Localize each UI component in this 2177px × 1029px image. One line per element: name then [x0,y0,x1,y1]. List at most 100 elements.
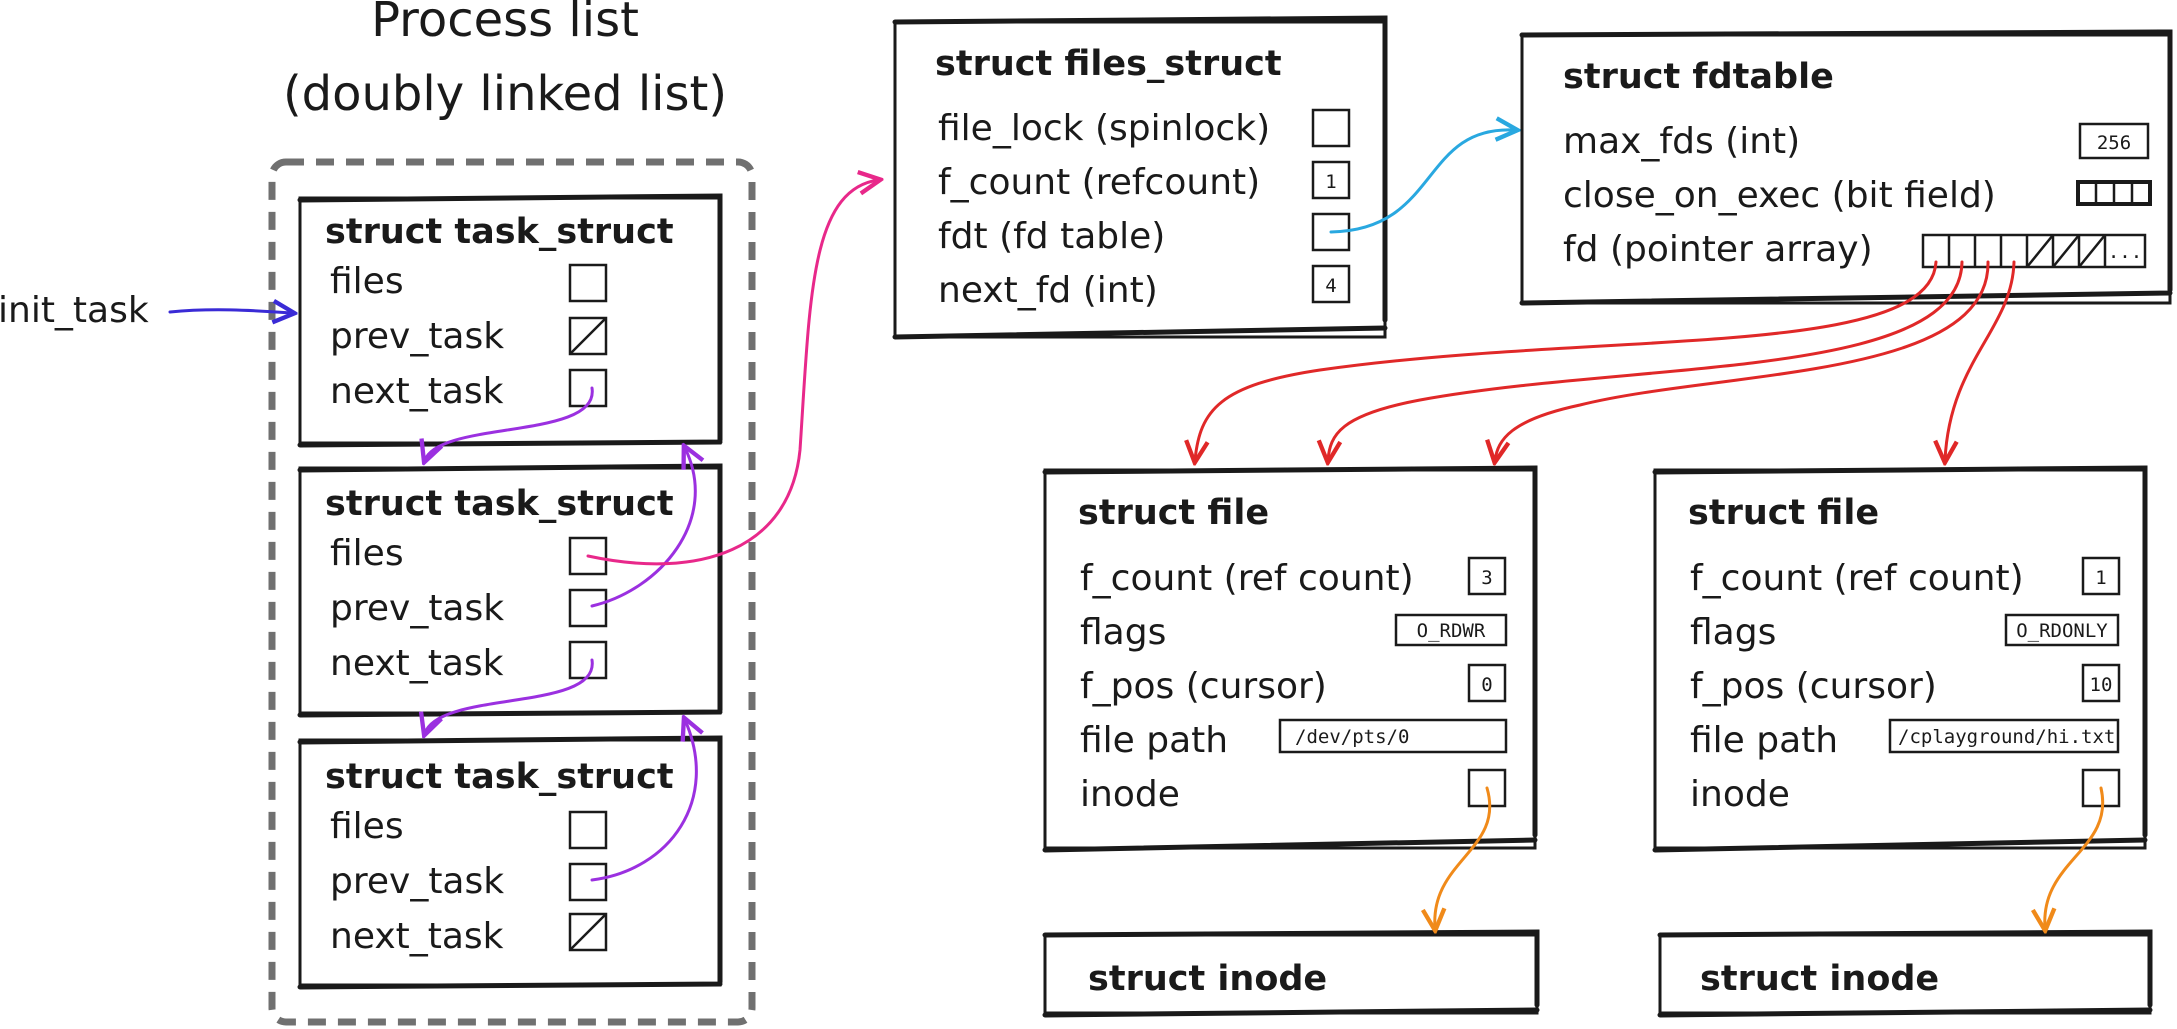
field-label: inode [1690,774,1790,815]
field-label: inode [1080,774,1180,815]
fd-pointer-arrow [1328,260,1964,460]
field-label: files [330,533,404,574]
files-struct: struct files_struct file_lock (spinlock)… [892,15,1388,340]
field-label: next_task [330,371,504,412]
fd-array-ellipsis: ... [2108,241,2142,263]
init-task-arrow [168,310,292,313]
fdtable-shadow [1519,29,2173,306]
struct-inode-1: struct inode [1042,929,1540,1018]
struct-inode-shadow [1657,929,2153,1018]
task-struct-1: struct task_struct files prev_task next_… [297,193,723,448]
field-label: fd (pointer array) [1563,229,1873,270]
next-task-pointer-slot [568,368,608,408]
file-path-value: /cplayground/hi.txt [1898,726,2115,748]
struct-file-title: struct file [1688,493,1879,533]
fd-pointer-arrow [1495,260,1990,460]
flags-slot [1394,613,1508,647]
struct-file-title: struct file [1078,493,1269,533]
field-label: f_count (ref count) [1690,558,2024,599]
null-slash-icon [2078,234,2106,268]
files-pointer-arrow [586,180,878,566]
struct-inode-box [1658,933,2152,1015]
field-label: f_count (refcount) [938,162,1260,203]
prev-task-arrow [590,720,696,882]
field-label: next_task [330,643,504,684]
file-path-slot [1278,718,1508,754]
struct-file-1: struct file f_count (ref count) flags f_… [1042,465,1538,853]
task-struct-shadow [297,193,723,448]
task-struct-shadow [297,735,723,990]
task-struct-title: struct task_struct [325,757,674,797]
fdtable-title: struct fdtable [1563,57,1834,97]
flags-slot [2004,613,2120,647]
field-label: files [330,806,404,847]
pointer-arrows [168,130,2105,928]
f-count-slot [1311,160,1351,200]
null-slash-icon [569,913,607,951]
f-pos-slot [1467,663,1507,703]
struct-inode-2: struct inode [1657,929,2153,1018]
next-task-arrow [425,386,594,460]
max-fds-slot [2078,122,2150,160]
f-pos-slot [2081,663,2121,703]
task-struct-title: struct task_struct [325,212,674,252]
field-label: prev_task [330,588,504,629]
process-list-heading: Process list [371,0,639,48]
f-count-value: 1 [1325,171,1336,193]
field-label: file path [1690,720,1838,761]
inode-pointer-arrow [1435,786,1492,928]
field-label: close_on_exec (bit field) [1563,175,1996,216]
fd-pointer-array: ... [1921,233,2147,269]
field-label: fdt (fd table) [938,216,1165,257]
field-label: file path [1080,720,1228,761]
field-label: next_fd (int) [938,270,1158,311]
field-label: max_fds (int) [1563,121,1800,162]
next-task-pointer-slot [568,640,608,680]
flags-value: O_RDWR [1417,620,1486,642]
flags-value: O_RDONLY [2016,620,2108,642]
null-slash-icon [569,317,607,355]
file-path-slot [1888,718,2120,754]
field-label: prev_task [330,861,504,902]
next-fd-slot [1311,264,1351,304]
struct-file-shadow [1042,465,1538,853]
field-label: flags [1080,612,1166,653]
struct-file-box [1043,468,1537,850]
struct-inode-title: struct inode [1700,959,1939,999]
init-task-label: init_task [0,290,149,331]
files-struct-title: struct files_struct [935,44,1282,84]
field-label: next_task [330,916,504,957]
next-fd-value: 4 [1325,275,1336,297]
null-slash-icon [2026,234,2054,268]
prev-task-pointer-slot [568,862,608,902]
fdtable: struct fdtable max_fds (int) close_on_ex… [1519,29,2173,306]
fd-pointer-arrow [1945,260,2016,460]
task-struct-title: struct task_struct [325,484,674,524]
f-count-slot [2081,556,2121,596]
struct-file-shadow [1652,465,2148,853]
f-count-value: 1 [2095,567,2106,589]
task-struct-box [298,738,722,987]
struct-file-2: struct file f_count (ref count) flags f_… [1652,465,2148,853]
field-label: f_count (ref count) [1080,558,1414,599]
prev-task-pointer-slot [568,588,608,628]
task-struct-2: struct task_struct files prev_task next_… [297,463,723,718]
file-lock-slot [1311,108,1351,148]
struct-inode-box [1043,933,1539,1015]
f-count-slot [1467,556,1507,596]
fd-pointer-arrow [1195,260,1938,460]
task-struct-3: struct task_struct files prev_task next_… [297,735,723,990]
files-pointer-slot [568,263,608,303]
task-struct-shadow [297,463,723,718]
files-pointer-slot [568,810,608,850]
struct-inode-shadow [1042,929,1540,1018]
inode-pointer-slot [1467,768,1507,808]
process-list: Process list (doubly linked list) init_t… [0,0,756,1026]
f-count-value: 3 [1481,567,1492,589]
struct-inode-title: struct inode [1088,959,1327,999]
fdt-pointer-arrow [1329,130,1515,234]
struct-file-box [1653,468,2147,850]
field-label: f_pos (cursor) [1690,666,1937,707]
process-list-dashed-border [268,158,756,1026]
